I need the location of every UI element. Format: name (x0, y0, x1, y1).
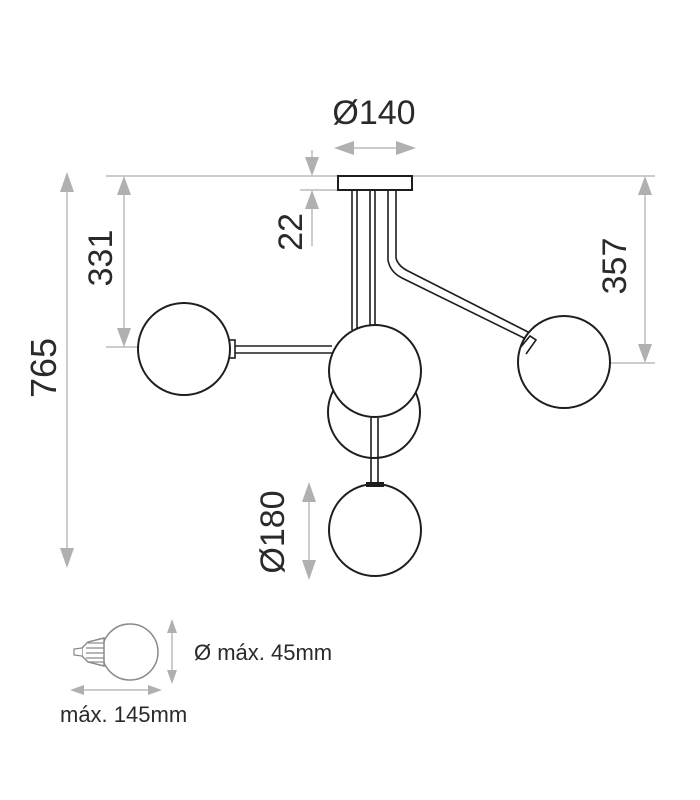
bulb-length-label: máx. 145mm (60, 702, 187, 727)
canopy-diameter-label: Ø140 (332, 94, 415, 132)
dimension-lines (60, 141, 655, 695)
bulb-diameter-label: Ø máx. 45mm (194, 640, 332, 665)
canopy-height-label: 22 (272, 213, 310, 251)
bulb-icon (73, 623, 159, 681)
left-arm-drop-label: 331 (82, 230, 120, 287)
globe-bottom (328, 483, 422, 577)
globe-center (328, 324, 422, 418)
lamp-drawing (137, 175, 611, 577)
right-arm-drop-label: 357 (596, 238, 634, 295)
canopy (337, 175, 413, 191)
globe-diameter-label: Ø180 (254, 490, 292, 573)
globe-left (137, 302, 231, 396)
globe-right (517, 315, 611, 409)
total-height-label: 765 (23, 338, 64, 398)
